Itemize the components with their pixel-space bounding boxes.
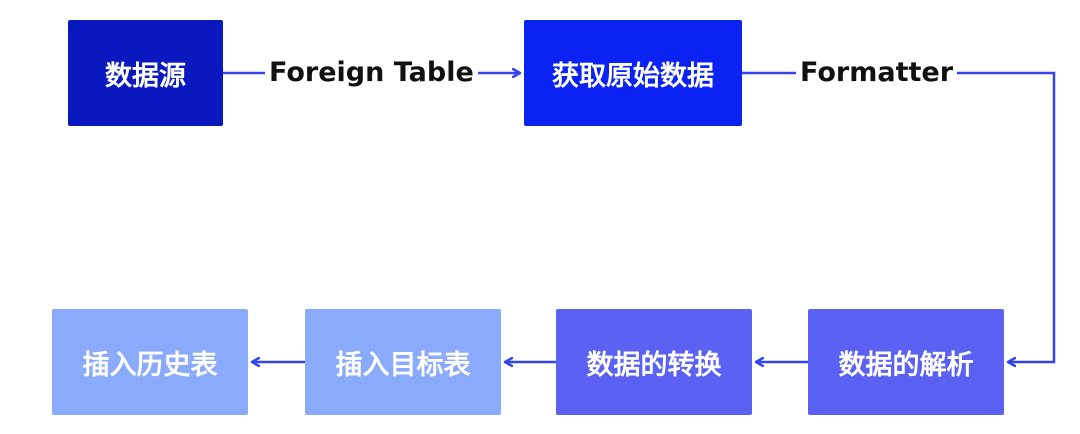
node-fetch-raw-data: 获取原始数据 [524,20,742,126]
node-data-conversion: 数据的转换 [556,309,752,415]
node-insert-history-table: 插入历史表 [52,309,248,415]
node-data-parsing: 数据的解析 [808,309,1004,415]
edge-label-foreign-table: Foreign Table [265,57,478,89]
node-insert-target-table: 插入目标表 [305,309,501,415]
node-data-source: 数据源 [68,20,223,126]
edge-label-formatter: Formatter [796,57,958,89]
